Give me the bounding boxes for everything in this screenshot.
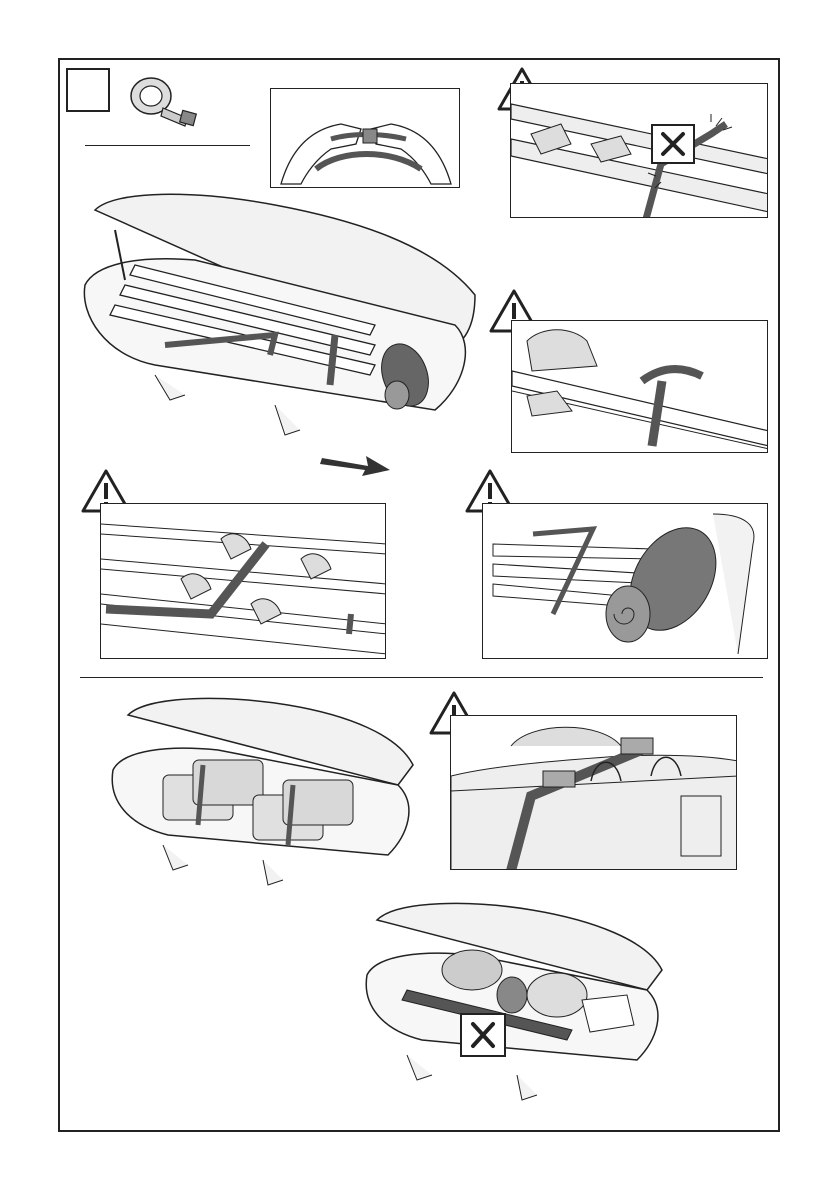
skis-strapped-detail-panel [100,503,386,659]
overloaded-prohibited-illustration [362,900,672,1105]
cross-mark-icon [460,1013,506,1057]
bag-strap-detail-panel [450,715,737,870]
step-number-box [66,68,110,112]
strap-on-edge-prohibited-panel [510,83,768,218]
section-divider [80,677,763,678]
roof-box-skis-illustration [75,185,485,445]
strap-over-binding-panel [511,320,768,453]
skis-and-mat-strapped-panel [482,503,768,659]
bags-in-box-illustration [108,695,420,895]
strap-roll-icon [125,68,205,128]
step-underline [85,145,250,146]
arrow-right-icon [320,448,392,478]
cross-mark-icon [651,124,695,164]
strap-threading-panel [270,88,460,188]
